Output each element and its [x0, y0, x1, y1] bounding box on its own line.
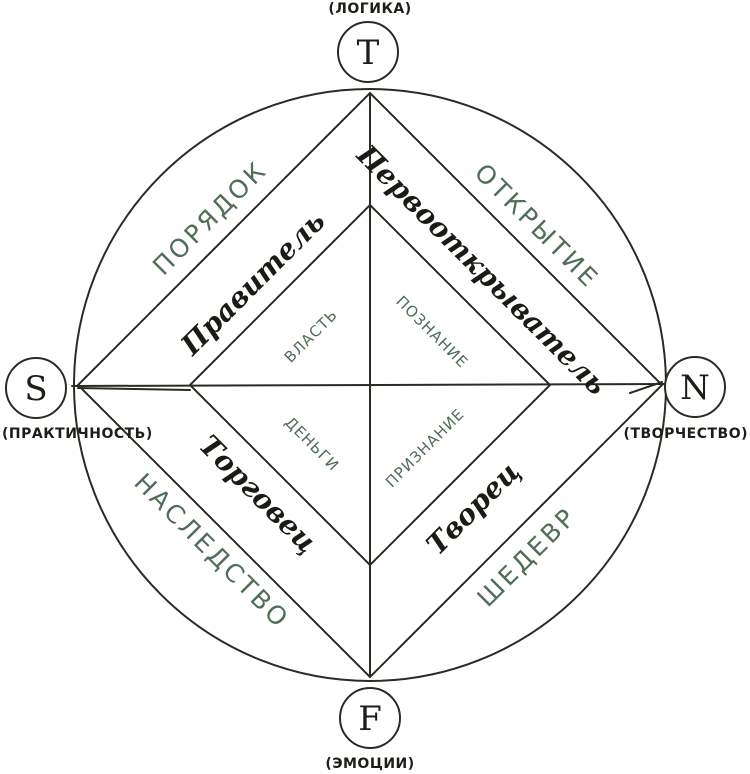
node-left-letter: S: [24, 369, 47, 409]
inner-label-bottom-left: ДЕНЬГИ: [281, 413, 343, 475]
node-top: T (ЛОГИКА): [328, 1, 411, 83]
outer-label-bottom-right: ШЕДЕВР: [471, 501, 582, 612]
horizontal-axis: [71, 383, 666, 387]
node-top-caption: (ЛОГИКА): [328, 1, 411, 17]
connector-left-diagonal: [77, 387, 191, 391]
node-left-circle: [5, 357, 67, 419]
node-bottom-circle: [339, 687, 401, 749]
inner-label-top-left: ВЛАСТЬ: [281, 306, 342, 367]
inner-label-top-right: ПОЗНАНИЕ: [392, 292, 471, 371]
node-bottom: F (ЭМОЦИИ): [325, 687, 414, 772]
node-right-caption: (ТВОРЧЕСТВО): [624, 426, 748, 442]
node-top-circle: [337, 21, 399, 83]
connector-right-diagonal: [629, 381, 663, 394]
node-right-letter: N: [680, 368, 710, 408]
node-bottom-caption: (ЭМОЦИИ): [325, 756, 414, 772]
node-right: N (ТВОРЧЕСТВО): [624, 356, 748, 442]
node-left-caption: (ПРАКТИЧНОСТЬ): [2, 426, 153, 442]
node-left: S (ПРАКТИЧНОСТЬ): [2, 357, 153, 442]
node-right-circle: [664, 356, 726, 418]
archetype-bottom-right: Творец: [420, 455, 527, 562]
inner-label-bottom-right: ПРИЗНАНИЕ: [382, 405, 468, 491]
node-bottom-letter: F: [358, 699, 382, 739]
node-top-letter: T: [357, 33, 380, 73]
